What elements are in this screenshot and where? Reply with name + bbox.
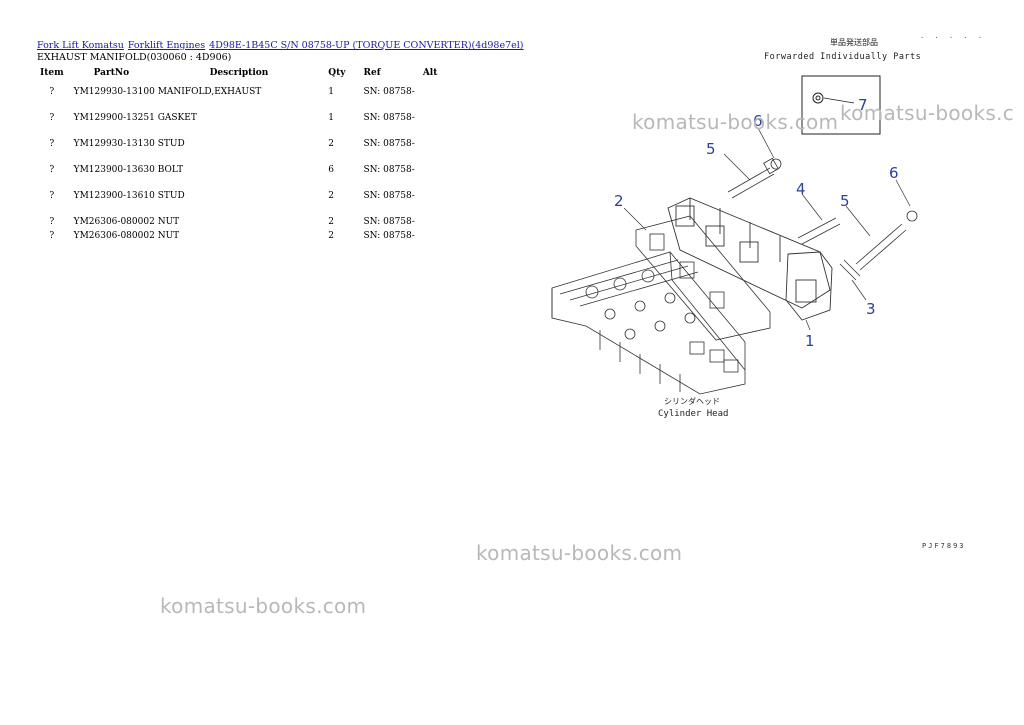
cell-part-desc: YM123900-13630 BOLT <box>68 159 325 185</box>
cell-qty: 2 <box>328 191 335 201</box>
cell-part-desc: YM129900-13251 GASKET <box>68 107 325 133</box>
cell-alt <box>419 81 442 107</box>
nut-icon-2 <box>906 210 918 222</box>
parts-table: Item PartNo Description Qty Ref Alt ? YM1… <box>36 65 441 251</box>
callout-5a: 5 <box>706 140 716 158</box>
forwarded-jp-label: 単品発送部品 <box>830 37 878 47</box>
cell-qty: 1 <box>328 87 335 97</box>
col-qty: Qty <box>328 68 346 78</box>
corner-marks: · · · · · <box>920 34 985 42</box>
cell-item: ? <box>49 165 55 175</box>
cell-part-desc: YM26306-080002 NUT <box>68 231 325 251</box>
drawing-code: PJF7893 <box>922 542 966 550</box>
cell-qty: 2 <box>328 231 335 241</box>
col-item: Item <box>40 68 64 78</box>
cell-description: BOLT <box>157 165 184 175</box>
cylinder-jp-label: シリンダヘッド <box>664 396 720 406</box>
cell-item: ? <box>49 217 55 227</box>
col-partno: PartNo <box>93 68 130 78</box>
cylinder-label: Cylinder Head <box>658 409 728 419</box>
callout-1: 1 <box>805 332 815 350</box>
cell-part-desc: YM123900-13610 STUD <box>68 185 325 211</box>
callout-5b: 5 <box>840 192 850 210</box>
cell-item: ? <box>49 113 55 123</box>
cell-partno: YM129900-13251 <box>73 113 155 123</box>
cell-partno: YM26306-080002 <box>73 217 155 227</box>
cell-qty: 2 <box>328 139 335 149</box>
cell-partno: YM129930-13100 <box>73 87 155 97</box>
cell-description: GASKET <box>157 113 197 123</box>
cell-alt <box>419 211 442 231</box>
callout-2: 2 <box>614 192 624 210</box>
cell-alt <box>419 159 442 185</box>
callout-6b: 6 <box>889 164 899 182</box>
cell-alt <box>419 231 442 251</box>
cell-ref: SN: 08758- <box>363 217 415 227</box>
cell-partno: YM129930-13130 <box>73 139 155 149</box>
cell-qty: 2 <box>328 217 335 227</box>
exhaust-manifold-diagram: 単品発送部品 Forwarded Individually Parts <box>551 37 921 419</box>
callout-7: 7 <box>858 96 868 114</box>
cylinder-head-drawing <box>551 251 746 395</box>
nut-icon <box>770 158 782 170</box>
cell-item: ? <box>49 87 55 97</box>
cell-partno: YM123900-13610 <box>73 191 155 201</box>
watermark: komatsu-books.com <box>160 594 367 618</box>
callout-3: 3 <box>866 300 876 318</box>
cell-qty: 1 <box>328 113 335 123</box>
cell-alt <box>419 107 442 133</box>
cell-item: ? <box>49 231 55 241</box>
cell-description: NUT <box>157 231 180 241</box>
cell-ref: SN: 08758- <box>363 139 415 149</box>
cell-ref: SN: 08758- <box>363 87 415 97</box>
cell-item: ? <box>49 139 55 149</box>
callout-6a: 6 <box>753 112 763 130</box>
cell-description: STUD <box>157 139 185 149</box>
cell-alt <box>419 185 442 211</box>
seal-washer-icon <box>812 92 824 104</box>
bolt-drawings <box>727 157 918 281</box>
col-ref: Ref <box>363 68 381 78</box>
cell-item: ? <box>49 191 55 201</box>
table-header-row: Item PartNo Description Qty Ref Alt <box>36 65 441 81</box>
forwarded-label: Forwarded Individually Parts <box>764 52 921 62</box>
cell-ref: SN: 08758- <box>363 165 415 175</box>
cell-description: MANIFOLD,EXHAUST <box>157 87 262 97</box>
col-alt: Alt <box>422 68 438 78</box>
cell-ref: SN: 08758- <box>363 191 415 201</box>
cell-ref: SN: 08758- <box>363 231 415 241</box>
page-subtitle: EXHAUST MANIFOLD(030060 : 4D906) <box>37 52 232 63</box>
cell-description: STUD <box>157 191 185 201</box>
callout-4: 4 <box>796 180 806 198</box>
cell-part-desc: YM129930-13130 STUD <box>68 133 325 159</box>
cell-qty: 6 <box>328 165 335 175</box>
breadcrumb-link-engine-model[interactable]: 4D98E-1B45C S/N 08758-UP (TORQUE CONVERT… <box>209 40 524 51</box>
cell-partno: YM26306-080002 <box>73 231 155 241</box>
cell-partno: YM123900-13630 <box>73 165 155 175</box>
cell-ref: SN: 08758- <box>363 113 415 123</box>
cell-part-desc: YM129930-13100 MANIFOLD,EXHAUST <box>68 81 325 107</box>
cell-alt <box>419 133 442 159</box>
manifold-drawing <box>667 197 833 321</box>
cell-part-desc: YM26306-080002 NUT <box>68 211 325 231</box>
forwarded-parts-box <box>801 75 881 135</box>
col-description: Description <box>209 68 269 78</box>
breadcrumb-link-forklift-engines[interactable]: Forklift Engines <box>127 40 206 51</box>
cell-description: NUT <box>157 217 180 227</box>
breadcrumb-link-fork-lift[interactable]: Fork Lift Komatsu <box>37 40 124 51</box>
